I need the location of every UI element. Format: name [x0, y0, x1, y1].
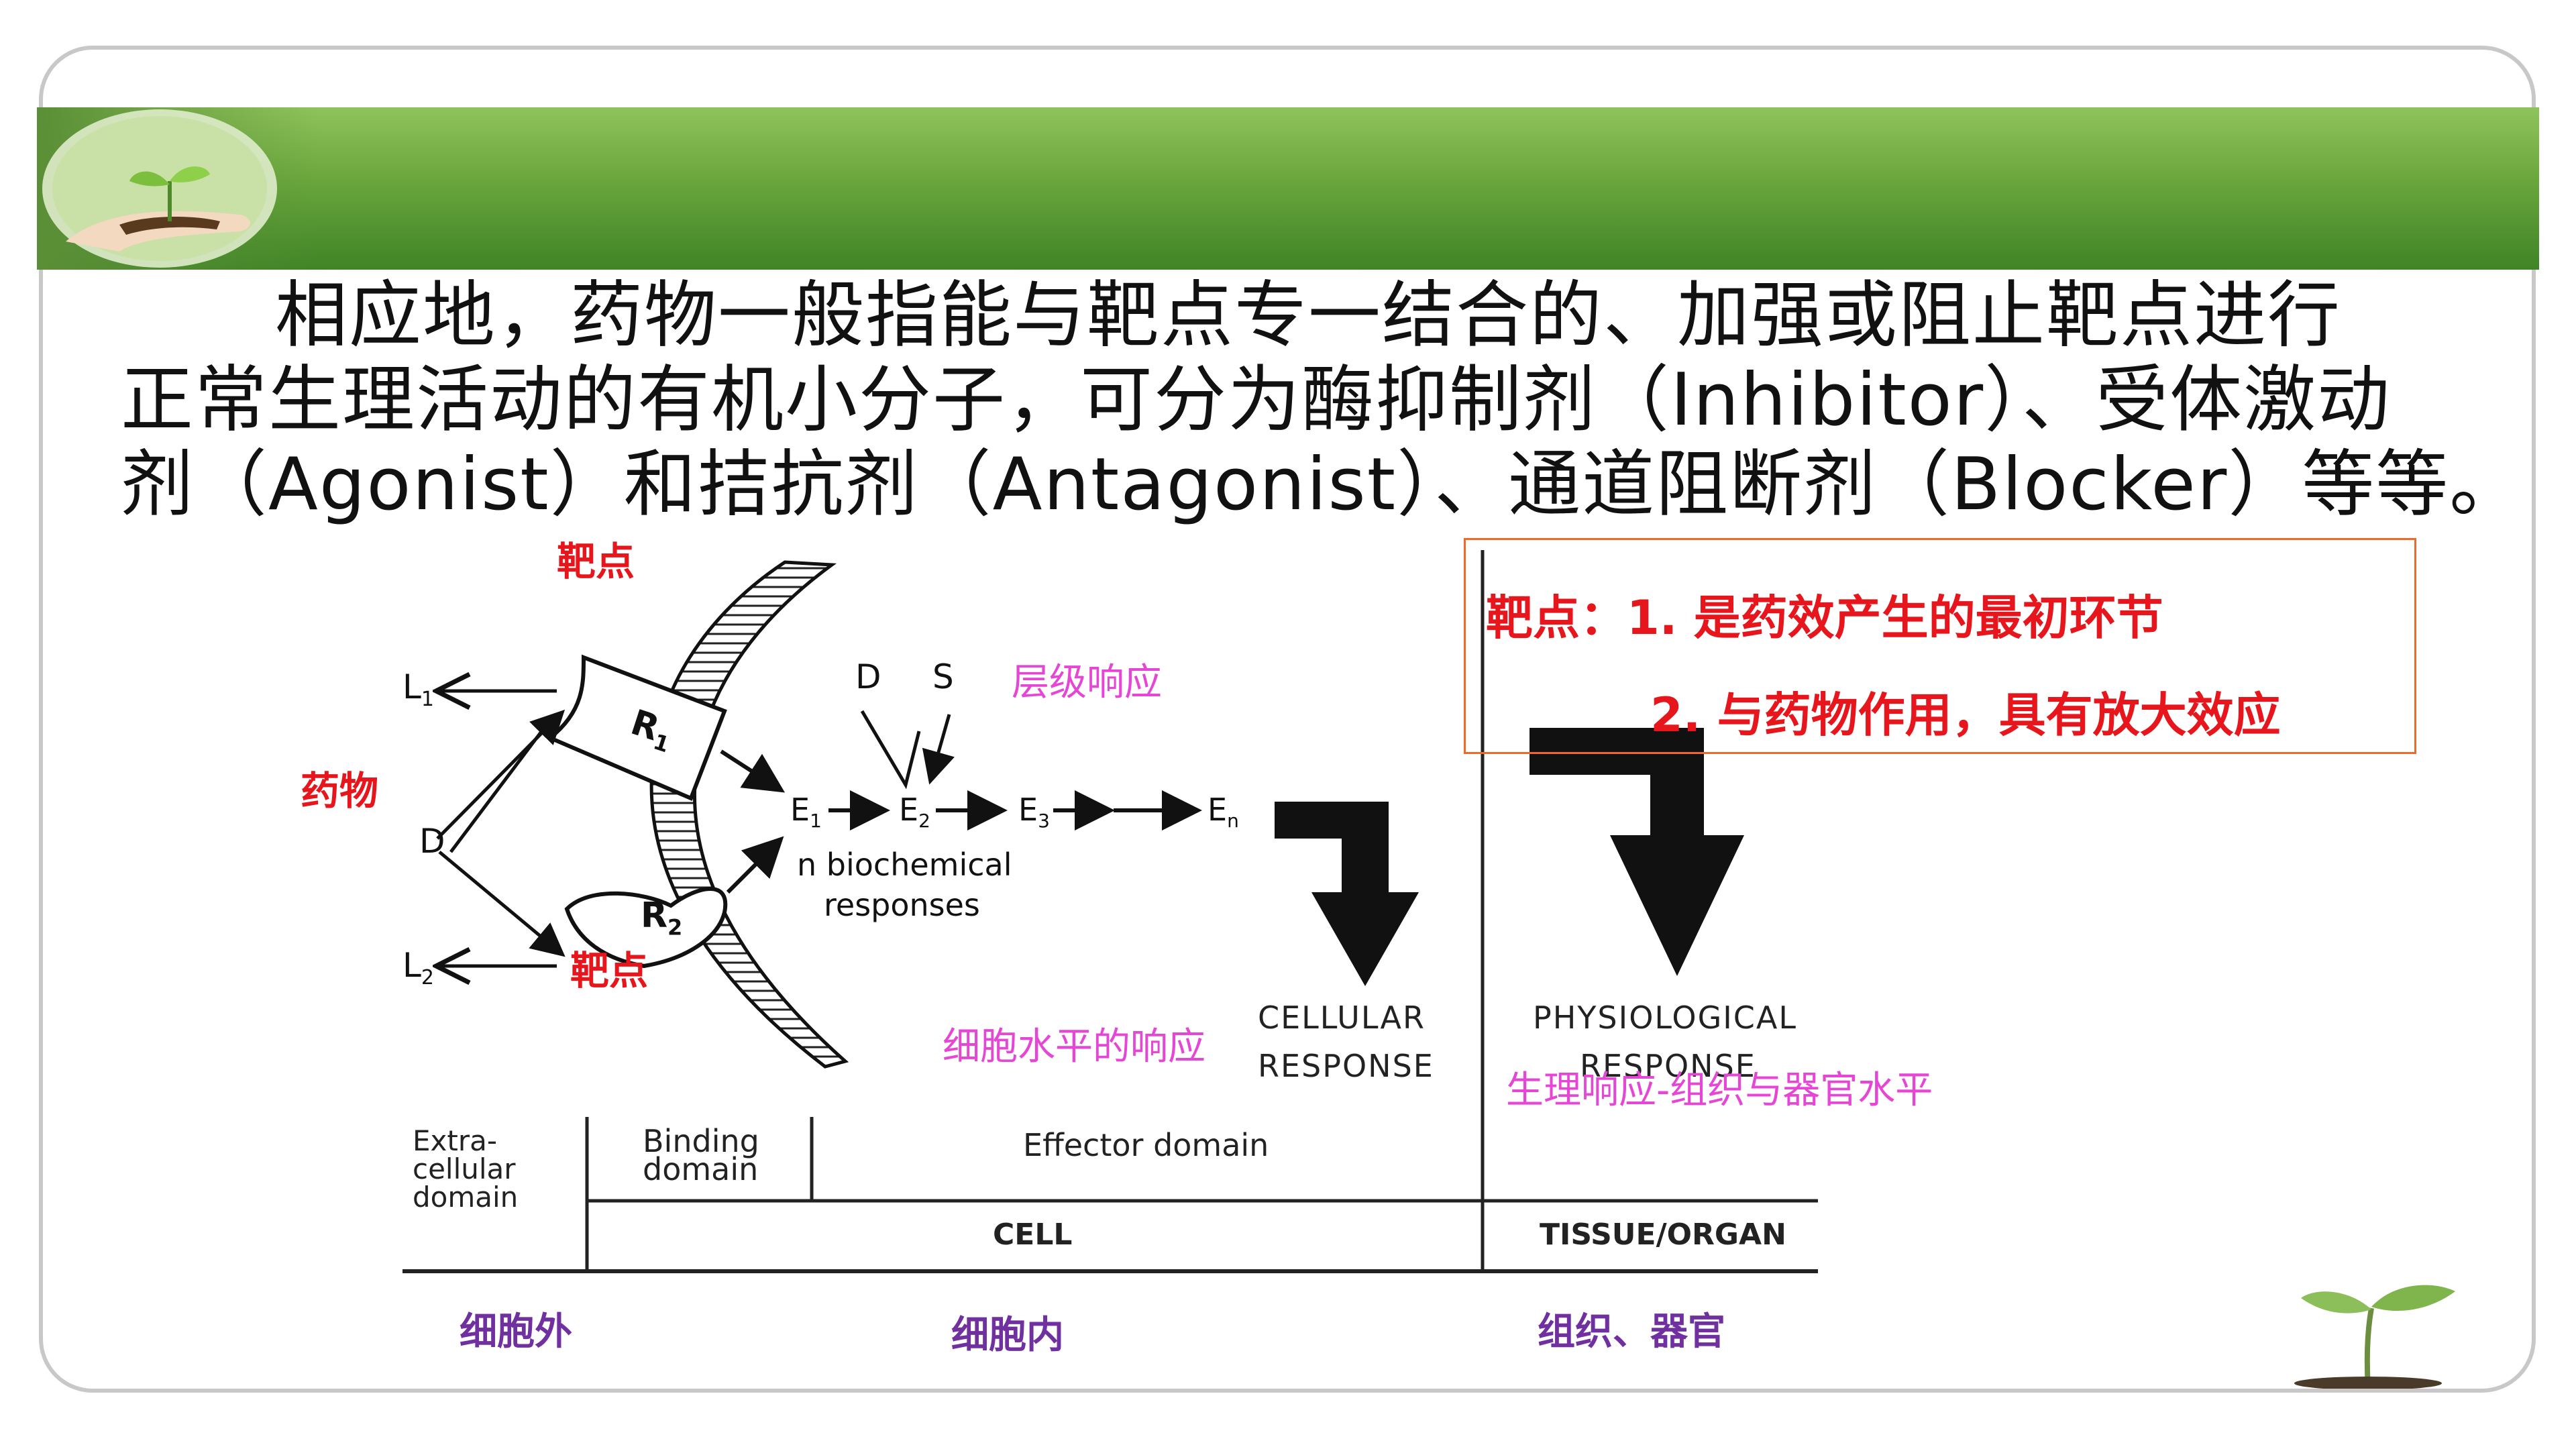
- e2-label: E2: [899, 792, 930, 833]
- target-summary-line-2: 2. 与药物作用，具有放大效应: [1650, 688, 2281, 743]
- intracellular-cn-label: 细胞内: [951, 1313, 1064, 1357]
- sprout-decoration: [2294, 1285, 2455, 1389]
- effector-domain-label: Effector domain: [1023, 1127, 1269, 1163]
- target-summary-line-1: 靶点：1. 是药效产生的最初环节: [1486, 590, 2163, 645]
- paragraph-line-3: 剂（Agonist）和拮抗剂（Antagonist）、通道阻断剂（Blocker…: [121, 443, 2524, 527]
- top-d-label: D: [855, 657, 881, 696]
- drug-label: 药物: [301, 768, 379, 814]
- d-s-zigzag: [860, 710, 921, 790]
- ligand-l2-label: L2: [402, 946, 434, 989]
- drug-d-label: D: [419, 822, 445, 861]
- target-label-top: 靶点: [557, 539, 635, 584]
- physio-level-response-label: 生理响应-组织与器官水平: [1506, 1069, 1933, 1112]
- slide-frame: [39, 46, 2536, 1393]
- e1-label: E1: [790, 792, 822, 833]
- paragraph-line-2: 正常生理活动的有机小分子，可分为酶抑制剂（Inhibitor）、受体激动: [121, 358, 2392, 442]
- target-summary-box: [1464, 538, 2416, 754]
- physiological-label: PHYSIOLOGICAL: [1533, 1000, 1798, 1036]
- cellular-response-label: RESPONSE: [1258, 1048, 1434, 1084]
- hand-sprout-logo: [42, 109, 277, 268]
- cellular-response-arrow: [1275, 802, 1419, 986]
- target-label-bottom: 靶点: [570, 948, 649, 994]
- tissue-organ-cn-label: 组织、器官: [1538, 1310, 1725, 1354]
- cascade-response-label: 层级响应: [1012, 661, 1162, 704]
- cell-label: CELL: [993, 1218, 1073, 1252]
- header-banner: [37, 107, 2539, 270]
- biochemical-line1: n biochemical: [797, 847, 1012, 883]
- intro-paragraph: 相应地，药物一般指能与靶点专一结合的、加强或阻止靶点进行 正常生理活动的有机小分…: [121, 274, 2524, 527]
- extracellular-cn-label: 细胞外: [460, 1310, 572, 1354]
- paragraph-line-1: 相应地，药物一般指能与靶点专一结合的、加强或阻止靶点进行: [275, 274, 2342, 358]
- physiological-response-label: RESPONSE: [1580, 1048, 1756, 1084]
- physiological-response-arrow: [1529, 728, 1744, 976]
- biochemical-line2: responses: [824, 887, 980, 923]
- en-label: En: [1208, 792, 1239, 833]
- receptor-r2-label: R2: [641, 896, 683, 941]
- cellular-label: CELLULAR: [1258, 1000, 1426, 1036]
- tissue-organ-label: TISSUE/ORGAN: [1540, 1218, 1786, 1252]
- receptor-r2: [564, 887, 728, 969]
- cell-level-response-label: 细胞水平的响应: [943, 1025, 1205, 1069]
- e3-label: E3: [1018, 792, 1050, 833]
- ligand-l1-label: L1: [402, 667, 434, 711]
- top-s-label: S: [932, 657, 954, 696]
